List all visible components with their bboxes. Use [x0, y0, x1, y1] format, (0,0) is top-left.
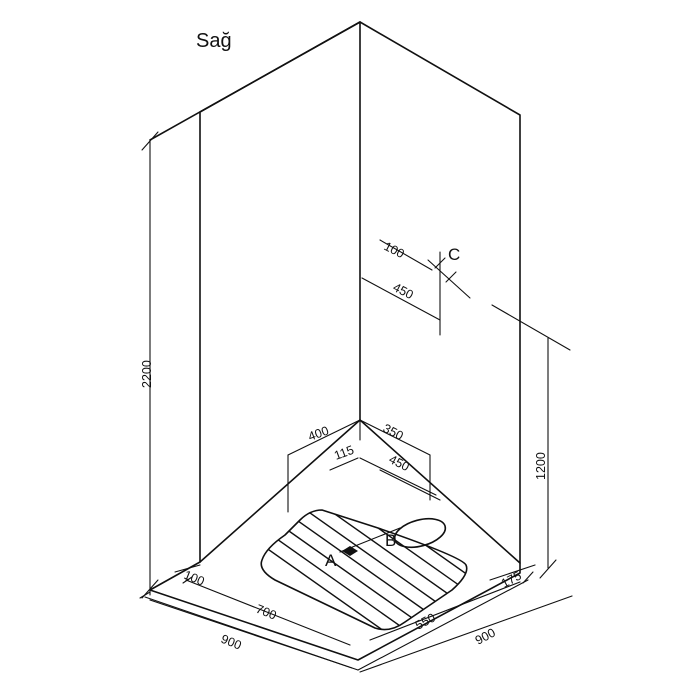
point-c-label: C [448, 245, 460, 264]
tray-dimensions: 400 350 115 450 [287, 419, 441, 513]
point-b-label: B [385, 531, 396, 550]
dim-450-tray-label: 450 [387, 452, 412, 474]
dim-400-label: 400 [306, 424, 330, 444]
height-dimension-1200: 1200 [491, 304, 571, 579]
dim-100-label: 100 [182, 568, 207, 589]
height-dimension-2200: 2200 [140, 131, 159, 599]
dim-900-left-label: 900 [219, 632, 244, 653]
drain-a-marker [342, 546, 358, 556]
drain-b-ellipse [393, 517, 447, 549]
drawing-title: Sağ [196, 30, 232, 52]
drain-grate [260, 509, 468, 631]
shower-base [149, 561, 529, 671]
right-wall [359, 21, 521, 564]
dim-2200-label: 2200 [140, 360, 154, 388]
base-front-right-edge [357, 579, 529, 671]
base-dimensions-right: 550 900 175 [359, 564, 573, 673]
left-wall [199, 21, 361, 563]
dim-900-right-label: 900 [473, 625, 498, 647]
dim-350-label: 350 [381, 421, 406, 443]
dim-115-label: 115 [332, 443, 356, 463]
grate-hatching [261, 510, 467, 630]
dim-700-label: 700 [254, 602, 279, 623]
dim-1200-label: 1200 [534, 452, 548, 480]
left-wall-top-edge [149, 21, 361, 141]
dim-100-valve-label: 100 [382, 239, 407, 261]
grate-outline [260, 509, 468, 631]
base-dimensions-left: 700 900 100 [139, 564, 353, 669]
point-a-label: A [325, 551, 337, 570]
dim-450-valve-label: 450 [391, 280, 416, 302]
